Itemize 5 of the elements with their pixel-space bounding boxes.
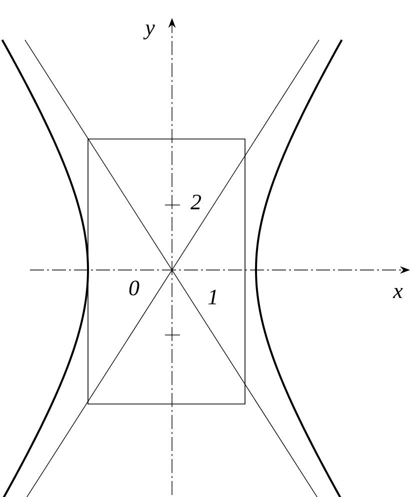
axis-label: y bbox=[143, 24, 155, 40]
axis-label: 2 bbox=[190, 194, 202, 210]
axis-label: x bbox=[392, 288, 403, 298]
axis-label: 1 bbox=[208, 290, 216, 304]
axis-label: 0 bbox=[129, 280, 140, 296]
